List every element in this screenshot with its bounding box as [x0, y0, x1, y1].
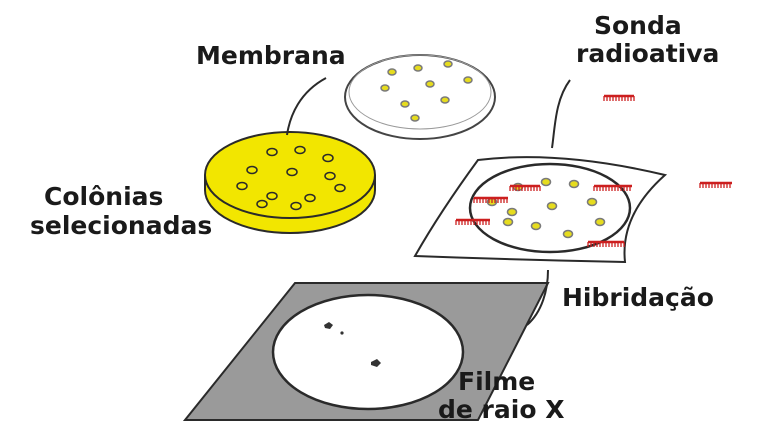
hybridization-label: Hibridação — [562, 284, 714, 312]
colony-dot-icon — [570, 181, 579, 188]
colony-dot-icon — [401, 101, 409, 107]
membrane-connector — [287, 78, 326, 135]
colony-dot-icon — [542, 179, 551, 186]
colony-dot-icon — [414, 65, 422, 71]
probe-connector — [552, 80, 570, 148]
colony-dot-icon — [564, 231, 573, 238]
petri-dish — [205, 132, 375, 233]
colonies-label-line2: selecionadas — [30, 212, 212, 240]
radioactive-probe-icon — [700, 183, 732, 188]
colony-dot-icon — [441, 97, 449, 103]
probe-label-line1: Sonda — [594, 12, 682, 40]
colonies-label-line1: Colônias — [44, 183, 163, 211]
colony-dot-icon — [411, 115, 419, 121]
colony-dot-icon — [596, 219, 605, 226]
probe-label-line2: radioativa — [576, 40, 719, 68]
hybridization-bag — [415, 157, 665, 262]
colony-dot-icon — [532, 223, 541, 230]
colony-dot-icon — [464, 77, 472, 83]
exposure-spot — [340, 331, 343, 334]
colony-dot-icon — [588, 199, 597, 206]
colony-dot-icon — [504, 219, 513, 226]
colony-dot-icon — [381, 85, 389, 91]
radioactive-probe-icon — [604, 96, 634, 101]
radioactive-probe-icon — [588, 242, 624, 247]
colony-dot-icon — [444, 61, 452, 67]
colony-dot-icon — [548, 203, 557, 210]
film-label-line2: de raio X — [438, 396, 564, 424]
membrane-label: Membrana — [196, 42, 346, 70]
membrane — [345, 55, 495, 139]
colony-dot-icon — [426, 81, 434, 87]
colony-dot-icon — [508, 209, 517, 216]
colony-dot-icon — [388, 69, 396, 75]
film-label-line1: Filme — [458, 368, 535, 396]
